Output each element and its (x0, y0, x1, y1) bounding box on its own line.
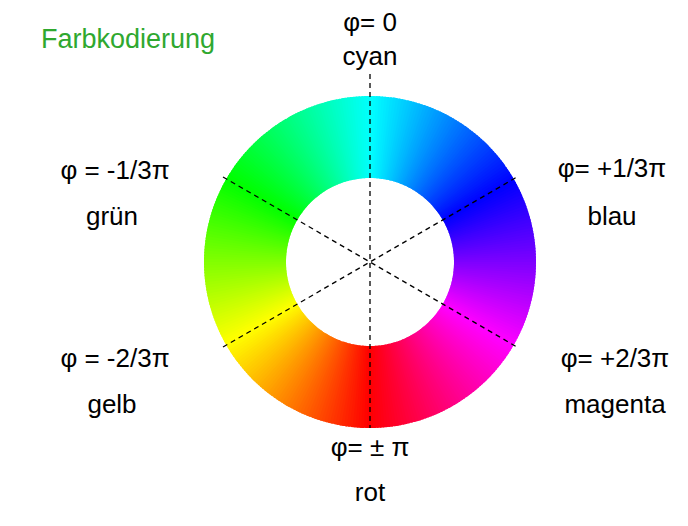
color-name: magenta (564, 390, 665, 419)
color-name: cyan (343, 42, 398, 71)
phase-label: φ= ± π (331, 433, 410, 462)
phase-label: φ= +1/3π (558, 154, 667, 183)
color-name: gelb (87, 390, 136, 419)
color-name: rot (355, 478, 385, 507)
color-name: blau (587, 202, 636, 231)
diagonal-axis (223, 177, 517, 347)
phase-label: φ= 0 (343, 8, 397, 37)
diagram-title: Farbkodierung (41, 25, 215, 55)
vertical-axis (369, 74, 370, 428)
phase-label: φ= +2/3π (561, 344, 670, 373)
phase-label: φ = -1/3π (60, 156, 169, 185)
hue-ring (204, 96, 536, 428)
phase-label: φ = -2/3π (60, 344, 169, 373)
color-name: grün (86, 202, 138, 231)
diagonal-axis (223, 177, 517, 347)
axis-lines (223, 74, 517, 428)
